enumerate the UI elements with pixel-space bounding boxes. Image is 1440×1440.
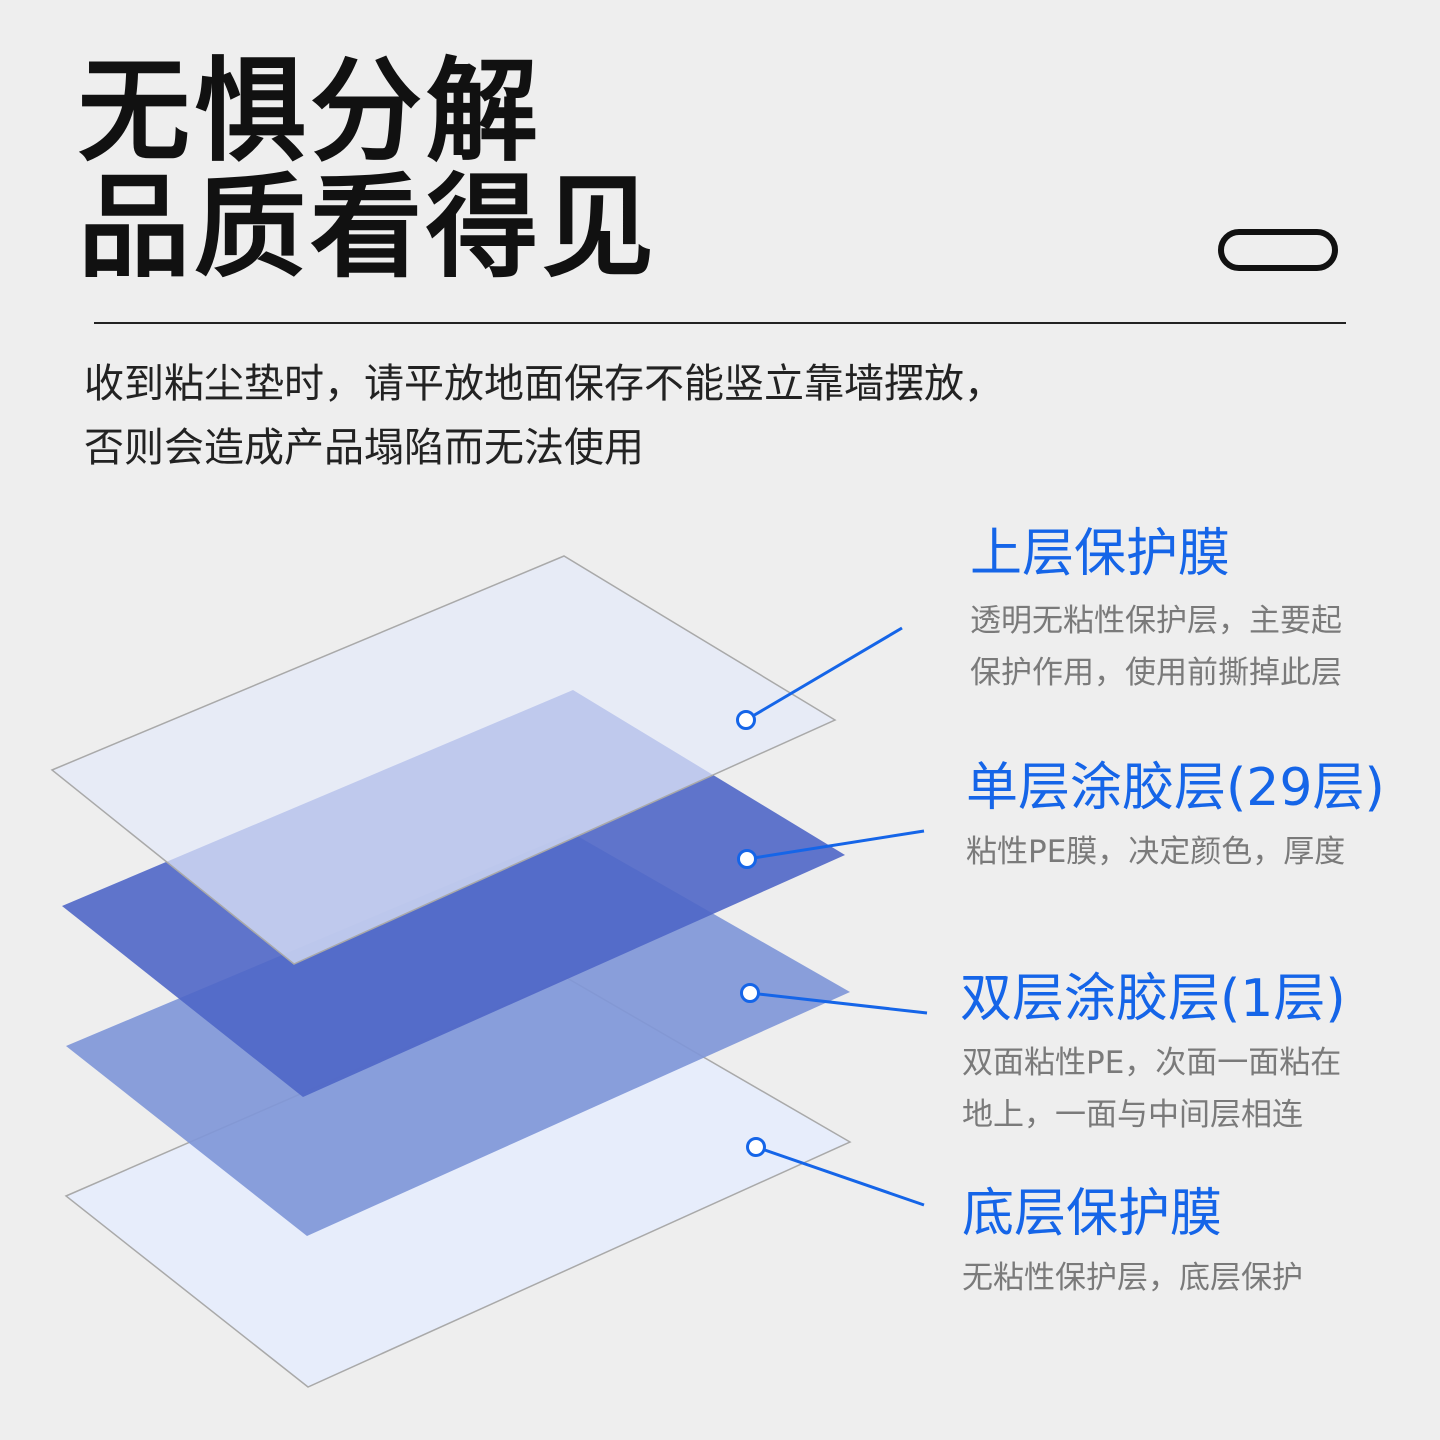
double-glue-marker <box>740 983 760 1003</box>
single-glue-title: 单层涂胶层(29层) <box>966 758 1385 818</box>
headline-line-1: 无惧分解 <box>78 47 542 177</box>
storage-notice-line-1: 收到粘尘垫时，请平放地面保存不能竖立靠墙摆放， <box>84 361 1004 407</box>
bottom-film-title: 底层保护膜 <box>962 1184 1223 1244</box>
header-divider <box>94 322 1346 324</box>
storage-notice-line-2: 否则会造成产品塌陷而无法使用 <box>84 425 644 471</box>
pill-outline-icon <box>1218 229 1338 271</box>
top-film-leader-line <box>745 626 903 722</box>
top-film-description: 透明无粘性保护层，主要起 保护作用，使用前撕掉此层 <box>970 595 1342 699</box>
top-film-title: 上层保护膜 <box>970 524 1231 584</box>
double-glue-leader-line <box>749 991 928 1015</box>
double-glue-description-line-2: 地上，一面与中间层相连 <box>962 1097 1303 1133</box>
double-glue-title: 双层涂胶层(1层) <box>960 969 1346 1029</box>
bottom-film-description-line-1: 无粘性保护层，底层保护 <box>962 1260 1303 1296</box>
single-glue-leader-line <box>746 829 925 861</box>
top-film-description-line-2: 保护作用，使用前撕掉此层 <box>970 655 1342 691</box>
top-film-marker <box>736 710 756 730</box>
double-glue-description: 双面粘性PE，次面一面粘在 地上，一面与中间层相连 <box>962 1037 1341 1141</box>
bottom-film-description: 无粘性保护层，底层保护 <box>962 1252 1303 1304</box>
single-glue-description: 粘性PE膜，决定颜色，厚度 <box>966 826 1345 878</box>
bottom-film-leader-line <box>755 1145 925 1207</box>
single-glue-marker <box>737 849 757 869</box>
headline-line-2: 品质看得见 <box>78 163 658 293</box>
top-protective-film-sheet <box>50 555 837 965</box>
double-glue-description-line-1: 双面粘性PE，次面一面粘在 <box>962 1045 1342 1081</box>
single-glue-description-line-1: 粘性PE膜，决定颜色，厚度 <box>966 834 1346 870</box>
bottom-film-marker <box>746 1137 766 1157</box>
top-film-description-line-1: 透明无粘性保护层，主要起 <box>970 603 1342 639</box>
